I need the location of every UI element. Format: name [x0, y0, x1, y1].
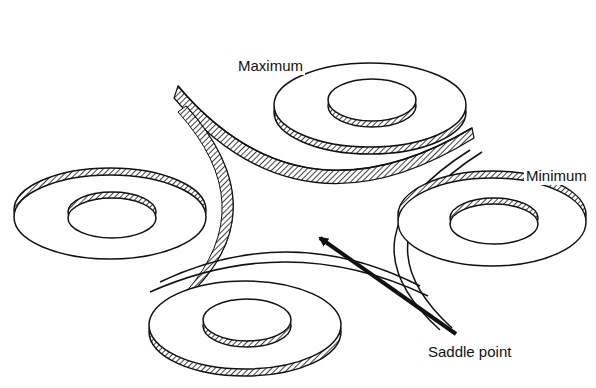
feature-label: Saddle point [426, 344, 513, 361]
feature-label: Minimum [524, 168, 589, 185]
feature-label: Maximum [236, 58, 305, 75]
pointer-arrow [320, 238, 456, 334]
